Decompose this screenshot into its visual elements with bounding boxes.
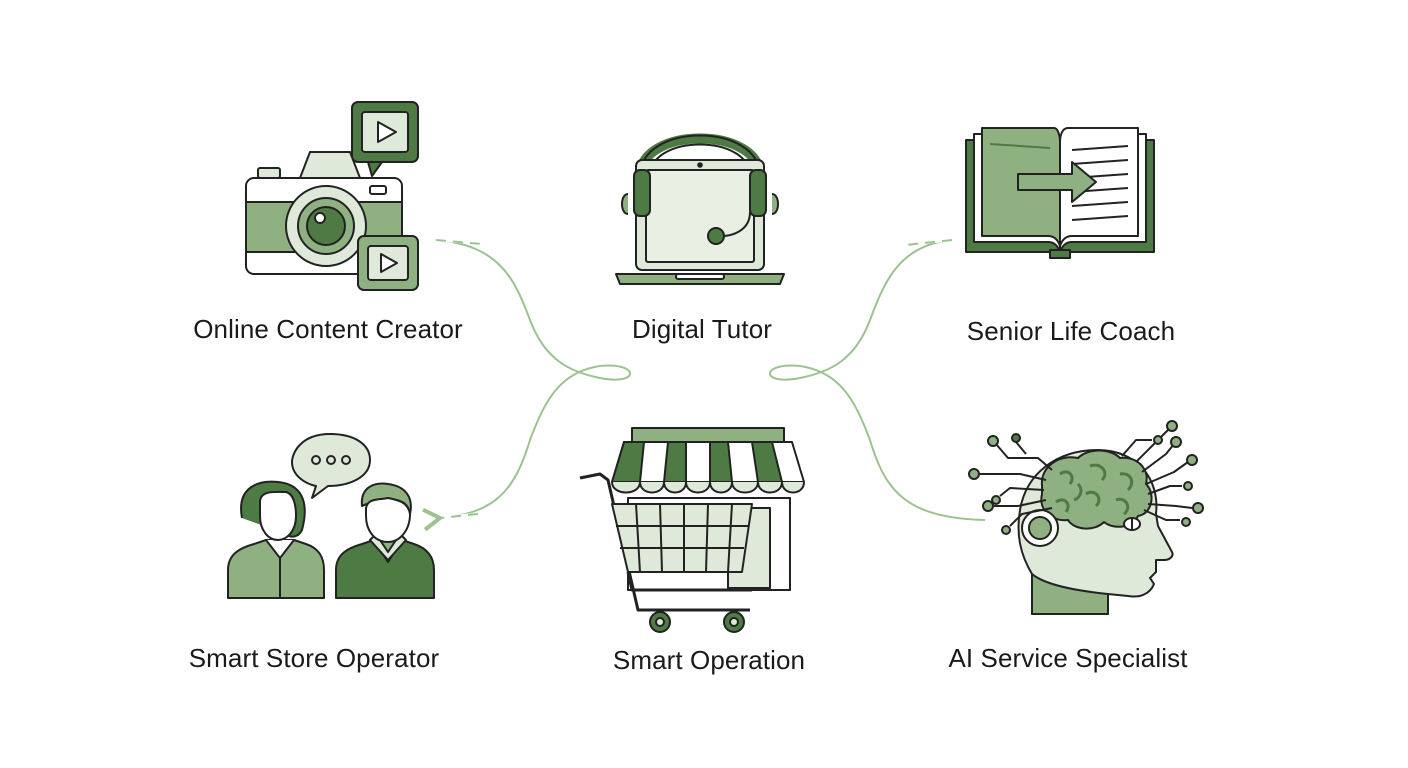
label-smart-operation: Smart Operation bbox=[612, 645, 806, 675]
connector-right bbox=[769, 239, 986, 521]
storefront-cart-icon bbox=[579, 427, 805, 633]
label-senior-life-coach: Senior Life Coach bbox=[966, 316, 1176, 346]
open-book-arrow-icon bbox=[965, 127, 1155, 259]
camera-video-icon bbox=[245, 101, 419, 291]
label-digital-tutor: Digital Tutor bbox=[631, 314, 773, 344]
label-online-content-creator: Online Content Creator bbox=[193, 314, 463, 344]
connector-left bbox=[435, 239, 631, 519]
label-smart-store-operator: Smart Store Operator bbox=[188, 643, 440, 673]
laptop-headset-icon bbox=[615, 133, 785, 285]
label-ai-service-specialist: AI Service Specialist bbox=[948, 643, 1188, 673]
ai-head-circuit-icon bbox=[968, 420, 1204, 615]
people-chat-icon bbox=[227, 433, 435, 599]
